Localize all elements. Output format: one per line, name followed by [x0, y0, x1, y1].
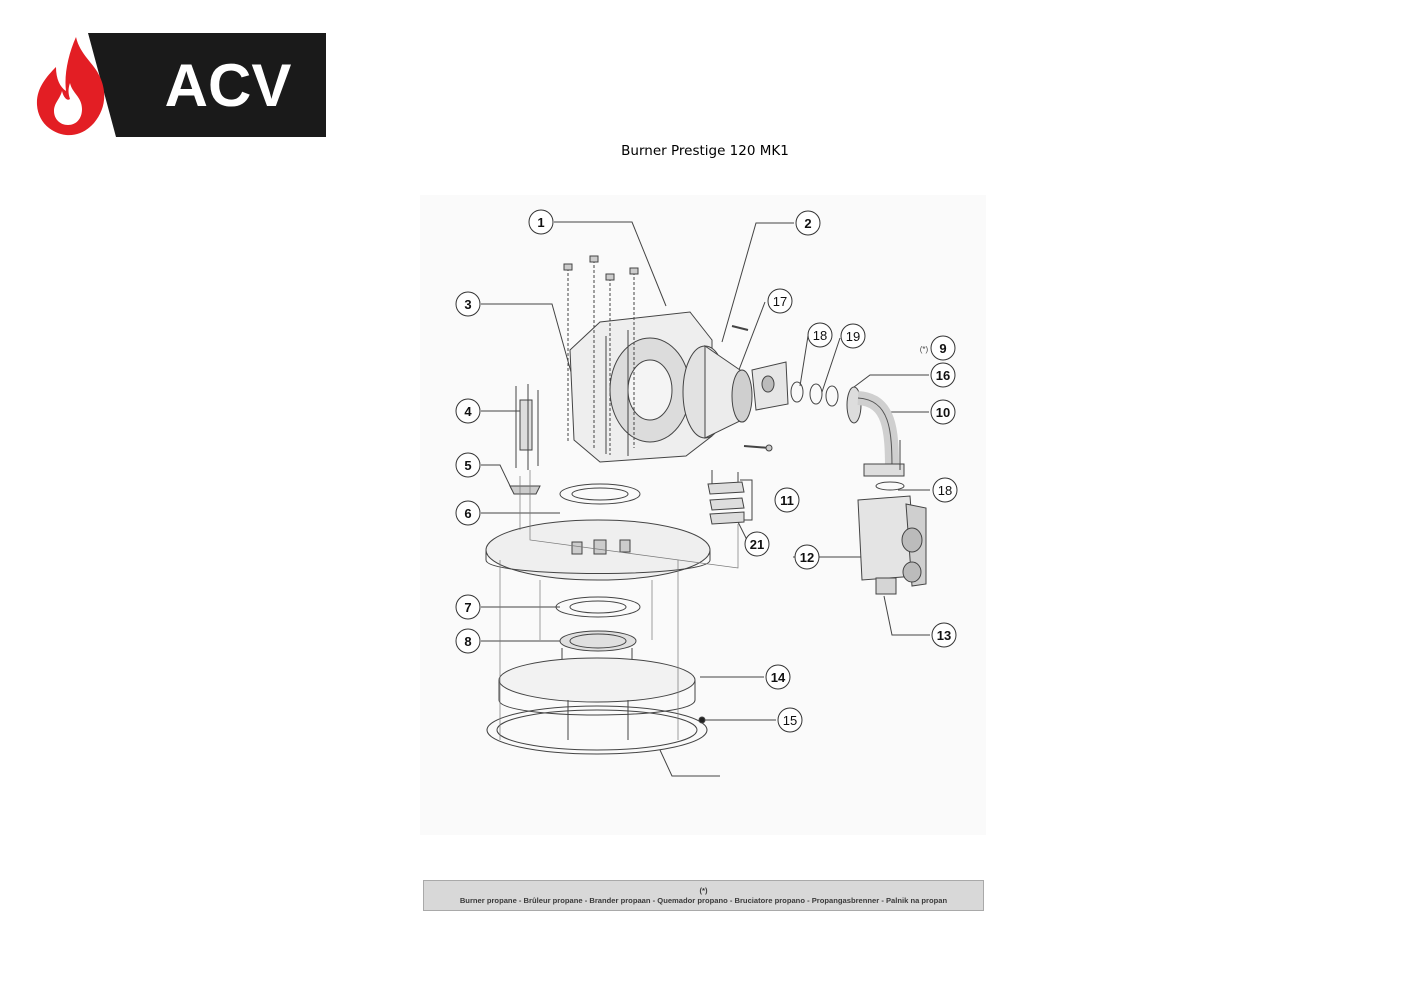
- callout-7: 7: [464, 600, 471, 615]
- callout-21: 21: [750, 537, 764, 552]
- callout-17: 17: [773, 294, 787, 309]
- acv-logo: ACV: [36, 33, 326, 137]
- propane-legend-mark: (*): [699, 886, 708, 895]
- gasket-7: [555, 596, 641, 618]
- callout-13: 13: [937, 628, 951, 643]
- callout-18b: 18: [938, 483, 952, 498]
- venturi: [682, 345, 753, 439]
- callouts: [455, 209, 958, 733]
- assembly-lines: [499, 470, 739, 740]
- propane-legend-text: Burner propane - Brûleur propane - Brand…: [459, 896, 948, 905]
- ignition-electrode: [509, 384, 541, 495]
- gas-inlet-parts: [751, 361, 862, 424]
- callout-4: 4: [464, 404, 472, 419]
- page-title: Burner Prestige 120 MK1: [621, 143, 789, 159]
- callout-2: 2: [804, 216, 811, 231]
- callout-19: 19: [846, 329, 860, 344]
- callout-labels: 1 2 3 4 5 6 7 8 9 10 11 12 13 14 15 16 1…: [464, 215, 952, 728]
- callout-6: 6: [464, 506, 471, 521]
- callout-5: 5: [464, 458, 471, 473]
- acv-logo-text: ACV: [165, 52, 292, 119]
- callout-8: 8: [464, 634, 471, 649]
- burner-exploded-diagram: 1 2 3 4 5 6 7 8 9 10 11 12 13 14 15 16 1…: [420, 195, 986, 835]
- propane-mark: (*): [920, 345, 929, 354]
- callout-16: 16: [936, 368, 950, 383]
- callout-3: 3: [464, 297, 471, 312]
- callout-1: 1: [537, 215, 544, 230]
- callout-11: 11: [780, 493, 794, 508]
- callout-15: 15: [783, 713, 797, 728]
- inspection-parts: [707, 470, 745, 525]
- callout-10: 10: [936, 405, 950, 420]
- callout-12: 12: [800, 550, 814, 565]
- bottom-ring: [486, 705, 708, 755]
- callout-14: 14: [771, 670, 786, 685]
- gas-pipe: [857, 391, 905, 477]
- propane-legend: (*) Burner propane - Brûleur propane - B…: [423, 880, 984, 911]
- burner-plate: [485, 519, 711, 581]
- gas-valve: [857, 481, 927, 595]
- callout-18a: 18: [813, 328, 827, 343]
- fan-housing: [569, 311, 713, 463]
- top-screws: [563, 255, 639, 455]
- misc-screws: [731, 325, 773, 452]
- gasket-6: [559, 483, 641, 505]
- callout-9: 9: [939, 341, 946, 356]
